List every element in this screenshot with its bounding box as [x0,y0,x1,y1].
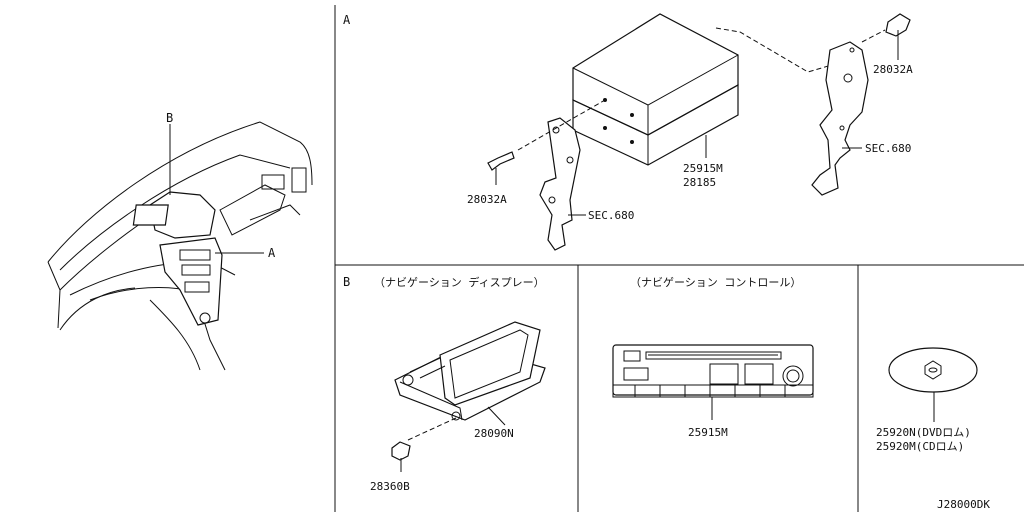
overview-label-a: A [268,246,276,260]
nav-unit-part-1: 25915M [683,162,723,175]
disc [888,347,978,393]
overview-label-b: B [166,111,173,125]
leader-display-screw-dash [407,417,457,441]
display-screw [391,441,411,472]
left-screw [487,151,515,185]
diagram-code: J28000DK [937,498,990,511]
control-caption: （ナビゲーション コントロール） [630,276,801,289]
screw-left-label: 28032A [467,193,507,206]
display-caption: （ナビゲーション ディスプレー） [374,275,545,289]
sec-right-label: SEC.680 [865,142,911,155]
sec-left-label: SEC.680 [588,209,634,222]
dashboard-overview [47,121,313,371]
control-part-label: 25915M [688,426,728,439]
panel-dividers [334,5,1024,512]
display-part-label: 28090N [474,427,514,440]
leader-display [487,406,506,426]
section-a-label: A [343,13,351,27]
leader-left-screw-dash [517,99,606,151]
display-screw-label: 28360B [370,480,410,493]
disc-dvd-label: 25920N(DVDロム) [876,426,971,439]
screw-right-label: 28032A [873,63,913,76]
disc-cd-label: 25920M(CDロム) [876,440,964,453]
left-bracket [539,117,581,251]
leader-right-bracket-dash [715,27,836,73]
navigation-control-panel [612,344,814,398]
section-b-label: B [343,275,350,289]
nav-unit-part-2: 28185 [683,176,716,189]
navigation-display [394,321,546,421]
navigation-unit [572,13,739,166]
leader-right-screw-dash [861,29,886,43]
right-bracket [811,41,869,196]
right-screw [885,13,911,60]
